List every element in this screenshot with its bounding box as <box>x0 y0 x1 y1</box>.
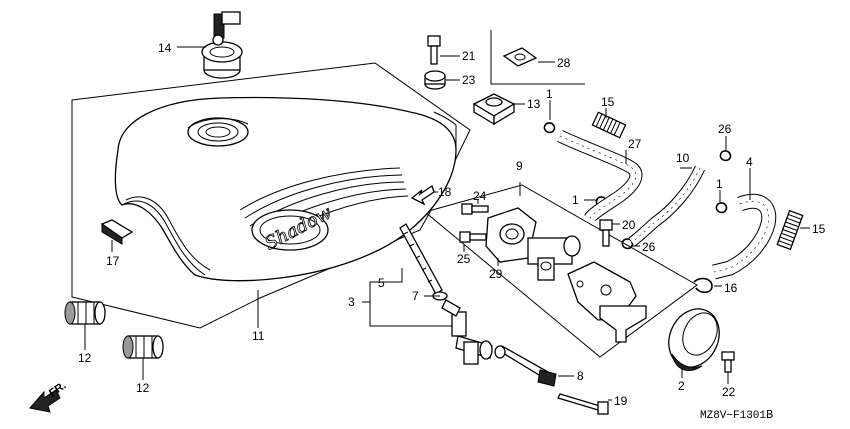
callout-28: 28 <box>557 56 571 70</box>
callout-20: 20 <box>622 218 636 232</box>
callout-25: 25 <box>457 252 471 266</box>
callout-14: 14 <box>158 41 172 55</box>
cock-frame <box>423 184 698 358</box>
callout-13: 13 <box>527 97 541 111</box>
callout-24: 24 <box>473 189 487 203</box>
mount-13 <box>472 93 516 126</box>
strainer-5 <box>399 223 443 295</box>
front-direction-arrow-icon <box>29 389 61 413</box>
bracket <box>567 261 647 343</box>
diagram-code-main: MZ8V−F1301 <box>700 410 766 422</box>
callout-4: 4 <box>746 155 753 169</box>
clip-26a <box>719 150 732 162</box>
cover-2 <box>668 308 720 371</box>
callout-23: 23 <box>462 73 476 87</box>
callout-11: 11 <box>252 329 265 343</box>
cushion-12b <box>122 335 164 359</box>
arrow-18-icon <box>410 184 435 206</box>
callout-19: 19 <box>614 394 628 408</box>
callout-1b: 1 <box>572 193 579 207</box>
callout-26b: 26 <box>642 240 656 254</box>
callout-12a: 12 <box>78 351 92 365</box>
callout-26a: 26 <box>718 122 732 136</box>
callout-9: 9 <box>516 159 523 173</box>
callout-8: 8 <box>577 369 584 383</box>
callout-29: 29 <box>489 267 503 281</box>
screw-24 <box>461 203 489 215</box>
cushion-12a <box>64 301 106 325</box>
callout-10: 10 <box>676 151 690 165</box>
callout-labels: 14 21 23 28 13 1 15 27 26 10 4 1 9 1 20 … <box>78 41 826 408</box>
callout-27: 27 <box>628 137 642 151</box>
hose-27 <box>557 130 643 222</box>
screw-25 <box>459 231 487 243</box>
callout-17: 17 <box>106 254 120 268</box>
diagram-code: MZ8V−F1301B <box>700 408 773 422</box>
fuel-cock-3 <box>441 299 493 365</box>
fuel-valve-9 <box>485 207 581 281</box>
clip-1c <box>715 202 728 214</box>
frame-28 <box>490 30 585 85</box>
spring-15b <box>776 209 804 251</box>
fuel-cap-14 <box>201 11 243 79</box>
hose-4 <box>712 193 777 280</box>
callout-21: 21 <box>462 49 476 63</box>
bolt-22 <box>721 351 735 373</box>
callout-7: 7 <box>412 289 419 303</box>
callout-22: 22 <box>722 385 736 399</box>
pad-17 <box>100 219 134 245</box>
fuel-tank: Shadow <box>114 96 457 282</box>
callout-12b: 12 <box>136 381 150 395</box>
screw-19 <box>557 393 609 415</box>
callout-15a: 15 <box>601 95 615 109</box>
callout-2: 2 <box>678 379 685 393</box>
clip-1a <box>543 122 556 134</box>
callout-15b: 15 <box>812 222 826 236</box>
grommet-23 <box>424 70 446 90</box>
spring-15a <box>591 111 627 139</box>
bolt-20 <box>599 219 613 247</box>
callout-18: 18 <box>438 185 452 199</box>
diagram-code-suffix: B <box>766 408 773 422</box>
hose-10 <box>628 165 706 247</box>
clip-16 <box>693 277 713 294</box>
callout-16: 16 <box>724 281 738 295</box>
callout-1a: 1 <box>546 87 553 101</box>
callout-1c: 1 <box>716 177 723 191</box>
leader-lines <box>84 46 810 401</box>
callout-3: 3 <box>348 295 355 309</box>
callout-5: 5 <box>378 276 385 290</box>
clip-28 <box>502 47 538 67</box>
bolt-21 <box>427 35 441 65</box>
lever-rod-8 <box>494 345 557 387</box>
clip-26b <box>621 238 634 250</box>
tank-frame <box>71 62 471 329</box>
